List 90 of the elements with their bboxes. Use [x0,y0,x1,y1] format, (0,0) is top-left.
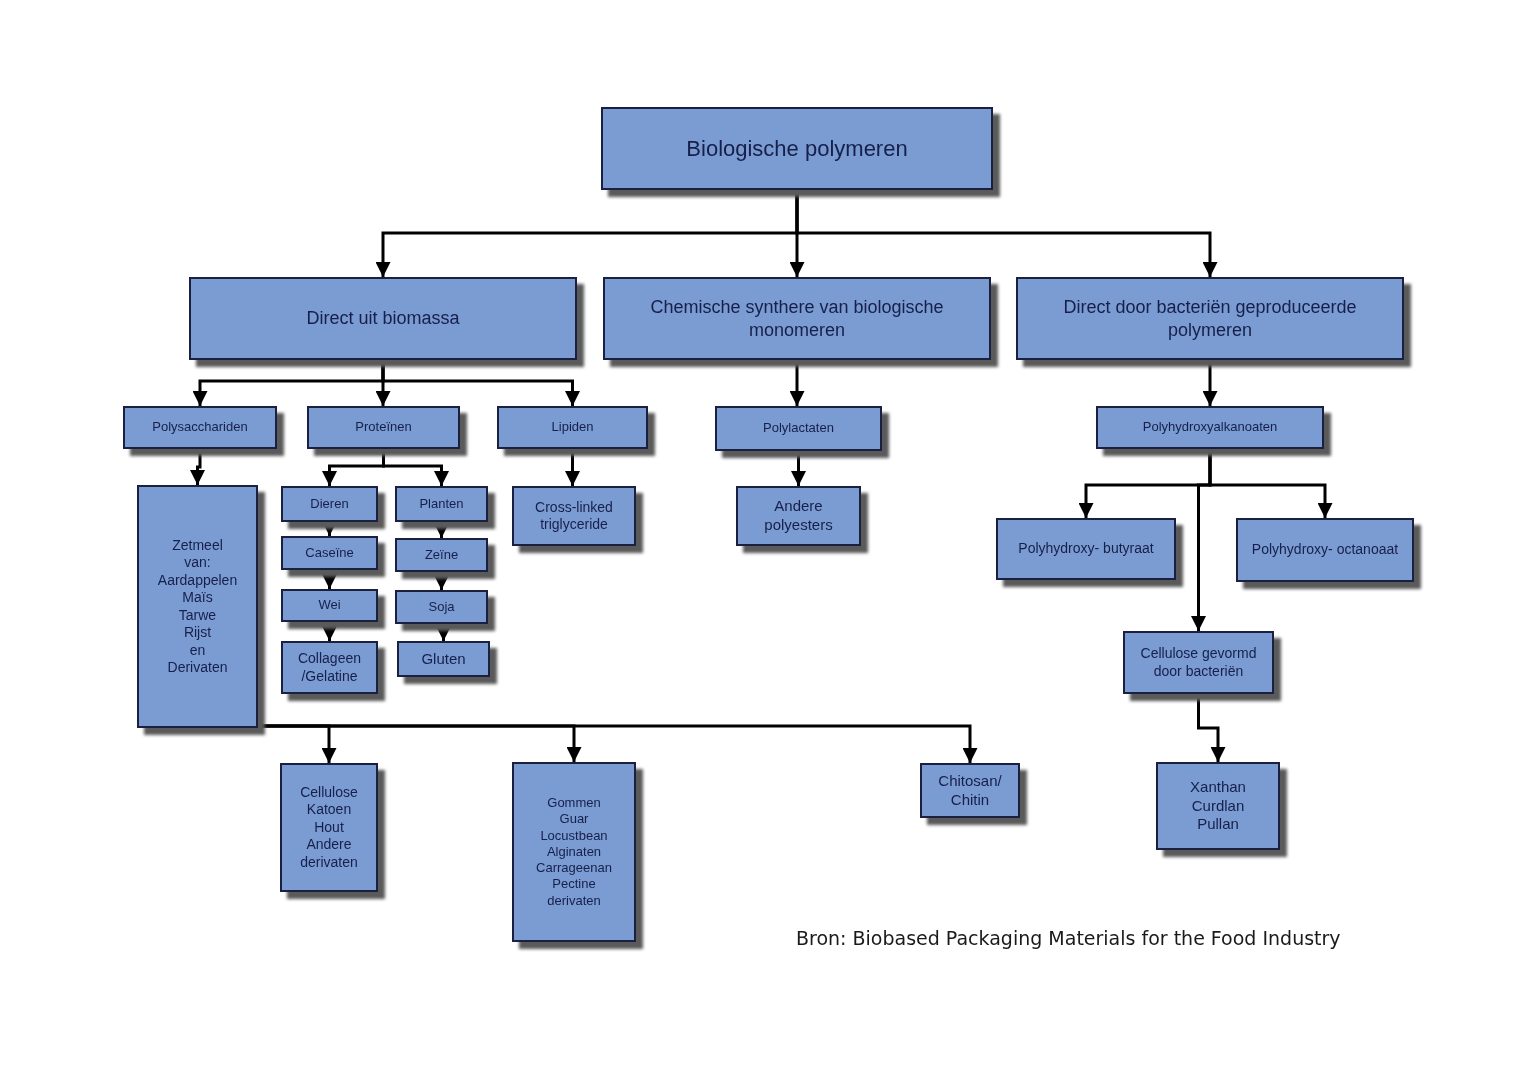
box-label: Wei [318,597,341,614]
category-box [512,486,636,546]
category-box [123,406,277,449]
box-label: Cross-linked triglyceride [534,498,614,534]
category-box [307,406,460,449]
category-box [603,277,991,360]
arrow [795,190,1218,277]
box-label: Collageen /Gelatine [296,650,363,685]
box-label: Zetmeel [172,536,223,554]
box-label: Andere polyesters [763,497,834,535]
box-label: Derivaten [167,659,228,677]
category-box [1156,762,1280,850]
arrow [565,449,580,486]
box-label: Dieren [310,495,349,513]
category-box [1123,631,1274,694]
box-label: Alginaten [546,843,602,861]
box-label: Xanthan [1190,777,1246,797]
box-label: derivaten [547,892,601,909]
category-box [281,536,378,570]
category-box [715,406,882,451]
arrow [322,521,337,536]
box-label: Tarwe [178,606,217,624]
box-label: Rijst [183,624,212,642]
box-label: Pullan [1197,815,1239,835]
box-label: Lipiden [551,419,594,436]
box-label: Gommen [547,795,601,812]
box-label: derivaten [300,853,358,872]
category-box [395,538,488,572]
category-box [281,486,378,522]
arrow [1191,449,1212,631]
arrow [434,572,449,590]
arrow [789,360,805,406]
arrow [258,724,978,763]
box-label: Polyhydroxyalkanoaten [1142,419,1278,436]
box-label: Proteïnen [355,419,412,436]
box-label: Soja [428,598,455,616]
box-label: Planten [419,495,464,513]
category-box [397,641,490,677]
source-note: Bron: Biobased Packaging Materials for the Food Industry [796,926,1341,951]
box-label: Pectine [552,876,596,893]
box-label: Guar [559,811,589,828]
box-label: Cellulose [300,783,358,802]
box-label: Polyhydroxy- octanoaat [1251,541,1399,559]
box-label: van: [184,554,211,572]
category-box [512,762,636,942]
arrow [190,449,205,485]
category-box [281,589,378,622]
arrow [1202,360,1218,406]
box-label: Locustbean [540,827,608,844]
box-label: Polyhydroxy- butyraat [1018,540,1154,558]
category-box [996,518,1176,580]
box-label: Caseïne [305,544,354,562]
category-box [1096,406,1324,449]
box-label: Polylactaten [763,420,834,437]
box-label: Chitosan/ Chitin [937,771,1003,810]
arrow [436,624,451,641]
box-label: Zeïne [424,546,459,564]
arrow [434,522,449,538]
arrow [791,451,806,486]
box-label: Aardappelen [157,571,238,589]
box-label: Maïs [182,589,213,607]
box-label: Carrageenan [536,860,612,877]
box-label: Direct door bacteriën geproduceerde polymeren [1062,296,1358,341]
box-label: Andere [306,836,352,854]
arrow [322,622,337,641]
arrow [322,570,337,589]
box-label: Hout [314,818,344,837]
box-label: Chemische synthere van biologische monomeren [649,296,945,341]
box-label: en [189,641,206,659]
category-box [1016,277,1404,360]
category-box [280,763,378,892]
box-label: Gluten [421,649,466,669]
category-box [601,107,993,190]
box-label: Katoen [306,801,352,819]
arrow [381,360,580,406]
box-label: Polysacchariden [152,419,248,436]
arrow [1197,694,1226,762]
box-label: Curdlan [1191,796,1245,816]
category-box [137,485,258,728]
category-box [1236,518,1414,582]
category-box [395,486,488,522]
box-label: Cellulose gevormd door bacteriën [1139,645,1258,680]
category-box [736,486,861,546]
category-box [395,590,488,624]
category-box [281,641,378,694]
category-box [189,277,577,360]
category-box [920,763,1020,818]
box-label: Biologische polymeren [686,134,908,163]
category-box [497,406,648,449]
box-label: Direct uit biomassa [306,307,460,330]
